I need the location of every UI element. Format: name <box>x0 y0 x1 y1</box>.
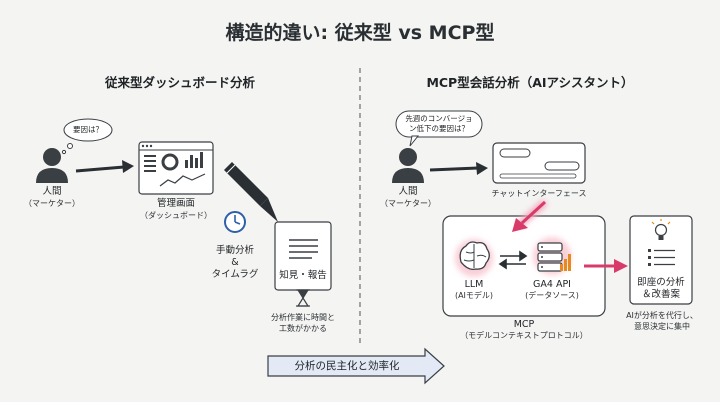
bottom-banner-text: 分析の民主化と効率化 <box>294 360 400 372</box>
manual-label-1: 手動分析 <box>215 245 254 256</box>
bottom-banner-arrow <box>267 347 445 385</box>
database-chart-icon <box>533 237 571 275</box>
llm-sublabel: (AIモデル) <box>454 291 494 300</box>
left-section-heading: 従来型ダッシュボード分析 <box>104 75 255 90</box>
report-label: 知見・報告 <box>279 270 327 281</box>
right-person-role: （マーケター） <box>380 199 436 208</box>
page-title: 構造的違い: 従来型 vs MCP型 <box>225 22 495 44</box>
person-icon-right <box>392 148 424 183</box>
manual-label-2: タイムラグ <box>211 269 259 280</box>
dashboard-sublabel: （ダッシュボード） <box>140 211 212 220</box>
left-person-role: （マーケター） <box>24 199 80 208</box>
chat-interface-label: チャットインターフェース <box>491 189 587 198</box>
llm-ga4-exchange-arrows <box>498 250 528 270</box>
cost-note-1: 分析作業に時間と <box>271 313 335 322</box>
pink-arrow-chat-to-llm <box>512 199 548 232</box>
person-icon-left <box>36 148 68 183</box>
cost-note-2: 工数がかかる <box>279 324 327 333</box>
hourglass-icon <box>296 289 310 307</box>
left-person-name: 人間 <box>42 186 62 197</box>
pink-arrow-mcp-to-result <box>584 259 628 273</box>
right-section-heading: MCP型会話分析（AIアシスタント） <box>426 75 634 90</box>
report-document-icon <box>274 221 332 291</box>
ga4-sublabel: (データソース) <box>525 291 579 300</box>
ga4-label: GA4 API <box>533 279 571 290</box>
manual-work-pencil-arrow <box>224 162 278 222</box>
result-label-1: 即座の分析 <box>637 277 685 288</box>
right-person-name: 人間 <box>398 186 418 197</box>
right-bubble-line-1: 先週のコンバージョ <box>405 114 473 123</box>
mcp-sublabel: （モデルコンテキストプロトコル） <box>460 331 588 340</box>
llm-label: LLM <box>464 279 484 290</box>
result-note-1: AIが分析を代行し、 <box>626 311 698 320</box>
arrow-person-to-dashboard <box>75 160 134 173</box>
arrow-person-to-chat <box>429 162 488 175</box>
result-card <box>629 215 693 305</box>
manual-label-amp: & <box>231 257 239 268</box>
thought-bubble-left <box>61 118 113 155</box>
chat-interface-icon <box>492 142 586 184</box>
left-bubble-text: 要因は？ <box>73 125 103 134</box>
result-note-2: 意思決定に集中 <box>634 322 690 331</box>
mcp-label: MCP <box>513 319 535 330</box>
result-label-2: ＆改善案 <box>641 289 680 300</box>
brain-icon <box>455 239 493 277</box>
speech-bubble-right <box>395 110 483 147</box>
dashboard-label: 管理画面 <box>156 198 195 209</box>
dashboard-window-icon <box>138 141 214 195</box>
right-bubble-line-2: ン低下の要因は？ <box>409 124 469 133</box>
clock-icon <box>224 211 246 233</box>
